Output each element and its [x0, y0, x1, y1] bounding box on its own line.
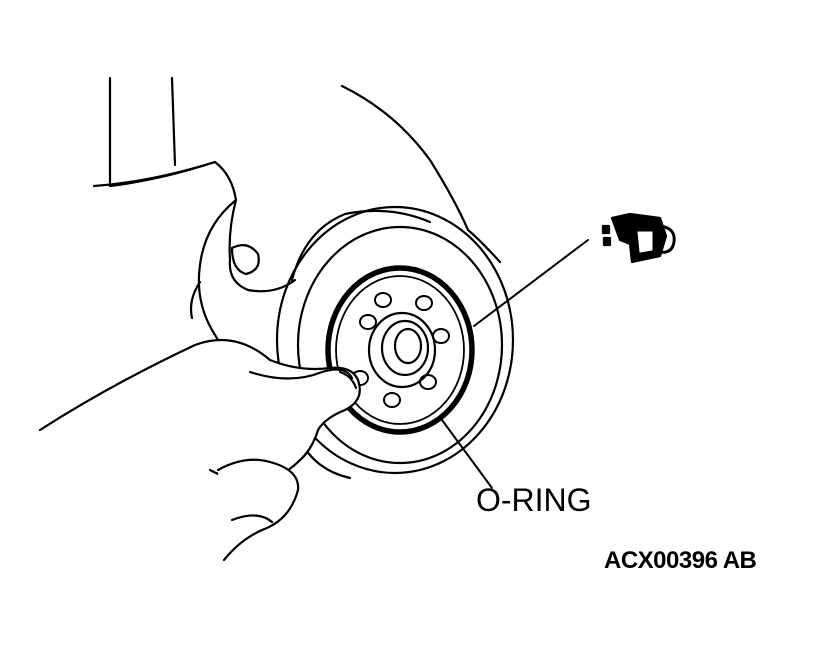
o-ring — [325, 265, 475, 435]
center-thread — [367, 311, 437, 389]
filter-base-plate — [335, 275, 465, 425]
o-ring-label: O-RING — [476, 482, 592, 518]
oil-can-icon — [601, 212, 676, 264]
o-ring-leader-line — [441, 419, 493, 489]
hand — [38, 338, 361, 562]
engine-block-outline — [92, 76, 502, 374]
figure-code: ACX00396 AB — [604, 547, 757, 574]
filter-canister — [275, 205, 515, 480]
oil-can-leader-line — [473, 239, 589, 327]
